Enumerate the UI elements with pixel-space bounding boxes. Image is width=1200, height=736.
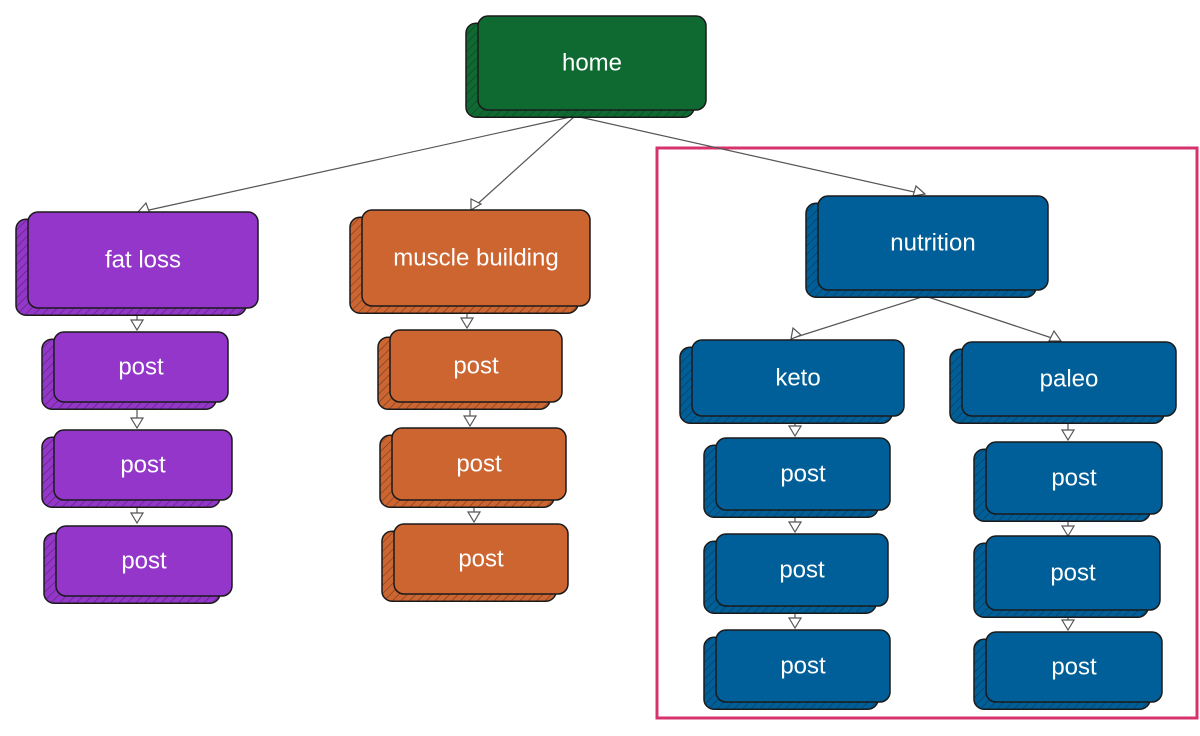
- node-box: [817, 195, 1049, 291]
- node-muscle-building: muscle building: [349, 209, 591, 314]
- node-paleo-post-2: post: [973, 535, 1161, 618]
- node-paleo-post-3: post: [973, 631, 1163, 710]
- node-muscle-building-post-1: post: [377, 329, 563, 410]
- node-fat-loss: fat loss: [15, 211, 259, 316]
- node-label: muscle building: [393, 244, 558, 271]
- arrowhead: [1060, 525, 1076, 538]
- node-box: [391, 427, 567, 501]
- node-label: home: [562, 49, 622, 76]
- node-box: [985, 535, 1161, 611]
- nutrition-highlight-frame: [655, 146, 1199, 720]
- arrowhead: [129, 417, 145, 430]
- node-paleo: paleo: [949, 341, 1177, 424]
- node-box: [361, 209, 591, 307]
- arrowhead: [462, 415, 478, 428]
- node-box: [715, 533, 889, 607]
- node-fat-loss-post-2: post: [41, 429, 233, 508]
- connectors: [136, 115, 1069, 630]
- node-label: paleo: [1040, 365, 1099, 392]
- node-box: [715, 629, 891, 703]
- node-box: [961, 341, 1177, 417]
- node-label: post: [779, 556, 825, 583]
- node-fat-loss-post-3: post: [43, 525, 233, 604]
- nodes: home fat loss post post post muscle building p…: [15, 15, 1177, 710]
- node-muscle-building-post-3: post: [381, 523, 569, 602]
- arrowhead: [470, 198, 483, 212]
- edge-home-nutrition: [574, 115, 924, 195]
- arrowhead: [459, 317, 475, 330]
- arrowhead: [787, 617, 803, 630]
- node-home: home: [465, 15, 707, 118]
- node-label: post: [458, 545, 504, 572]
- node-box: [389, 329, 563, 403]
- node-keto-post-2: post: [703, 533, 889, 614]
- node-box: [53, 331, 229, 403]
- node-box: [715, 437, 891, 511]
- node-box: [477, 15, 707, 111]
- arrowheads: [129, 184, 1076, 632]
- node-box: [55, 525, 233, 597]
- arrowhead: [790, 326, 803, 340]
- node-label: fat loss: [105, 246, 181, 273]
- node-box: [691, 339, 905, 417]
- node-label: post: [780, 460, 826, 487]
- node-label: post: [1050, 559, 1096, 586]
- edge-nutrition-keto: [792, 295, 926, 339]
- node-box: [393, 523, 569, 595]
- arrowhead: [787, 425, 803, 438]
- arrowhead: [129, 512, 145, 525]
- edge-nutrition-paleo: [924, 295, 1059, 341]
- arrowhead: [1048, 329, 1063, 342]
- node-label: post: [118, 353, 164, 380]
- edge-home-muscle-building: [472, 115, 576, 209]
- node-muscle-building-post-2: post: [379, 427, 567, 508]
- node-keto-post-1: post: [703, 437, 891, 518]
- arrowhead: [466, 511, 482, 524]
- node-nutrition: nutrition: [805, 195, 1049, 298]
- arrowhead: [1060, 429, 1076, 442]
- node-label: post: [780, 652, 826, 679]
- node-label: nutrition: [890, 229, 975, 256]
- node-label: keto: [775, 364, 820, 391]
- node-fat-loss-post-1: post: [41, 331, 229, 410]
- node-keto-post-3: post: [703, 629, 891, 710]
- node-label: post: [120, 451, 166, 478]
- node-box: [27, 211, 259, 309]
- arrowhead: [1060, 619, 1076, 632]
- node-box: [53, 429, 233, 501]
- arrowhead: [912, 184, 927, 197]
- edge-home-fat-loss: [139, 115, 576, 213]
- node-box: [985, 441, 1163, 515]
- node-paleo-post-1: post: [973, 441, 1163, 522]
- node-keto: keto: [679, 339, 905, 424]
- node-label: post: [1051, 653, 1097, 680]
- node-label: post: [456, 450, 502, 477]
- node-label: post: [453, 352, 499, 379]
- arrowhead: [787, 521, 803, 534]
- node-label: post: [1051, 464, 1097, 491]
- arrowhead: [129, 319, 145, 332]
- node-box: [985, 631, 1163, 703]
- node-label: post: [121, 547, 167, 574]
